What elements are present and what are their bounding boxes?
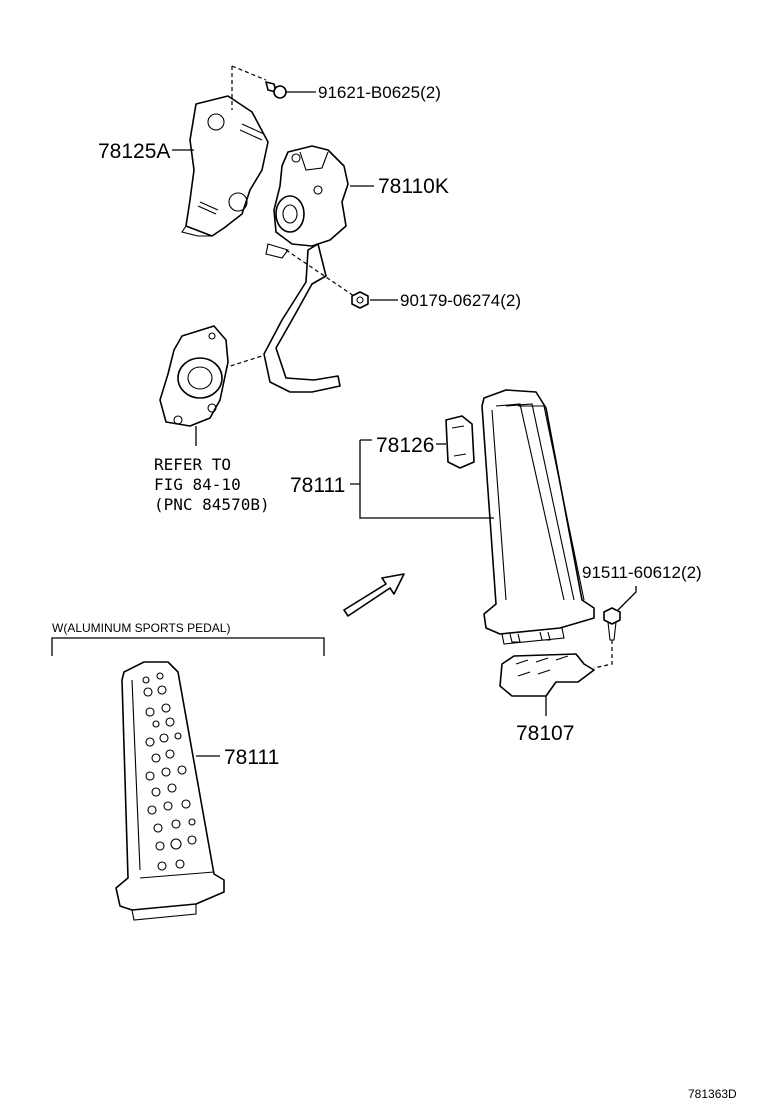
sensor-78110k-drawing <box>265 145 349 259</box>
refer-note-line3: (PNC 84570B) <box>154 495 270 514</box>
connector-drawing <box>159 325 229 427</box>
direction-arrow <box>343 573 405 617</box>
part-label-pedal: 78111 <box>290 474 345 497</box>
bolt-a-dashed-line <box>231 65 267 110</box>
pedal-78111-drawing <box>481 389 595 645</box>
variant-label: W(ALUMINUM SPORTS PEDAL) <box>52 621 230 635</box>
lower-bracket-drawing <box>499 653 595 697</box>
variant-bracket-line <box>51 637 325 656</box>
part-label-lower-bracket: 78107 <box>516 722 574 745</box>
part-label-bolt-b: 91511-60612(2) <box>582 563 702 582</box>
part-label-pad-clip: 78126 <box>376 434 434 457</box>
bolt-b-dashed-line <box>593 640 613 669</box>
bracket-78125a-drawing <box>181 95 269 237</box>
pad-clip-drawing <box>445 415 475 469</box>
connector-dashed-line <box>223 355 263 369</box>
sport-pedal-drawing <box>115 661 225 921</box>
pedal-bracket-line <box>350 439 494 519</box>
bolt-a-drawing <box>265 81 287 99</box>
pedal-arm-drawing <box>263 243 341 393</box>
part-label-bracket: 78125A <box>98 140 170 163</box>
bolt-b-drawing <box>603 607 621 641</box>
figure-code: 781363D <box>688 1087 737 1101</box>
refer-note-line1: REFER TO <box>154 455 231 474</box>
part-label-sport-pedal: 78111 <box>224 746 279 769</box>
part-label-bolt-a: 91621-B0625(2) <box>318 83 441 102</box>
nut-drawing <box>351 291 369 309</box>
part-label-nut: 90179-06274(2) <box>400 291 521 310</box>
refer-note-line2: FIG 84-10 <box>154 475 241 494</box>
part-label-sensor: 78110K <box>378 175 449 198</box>
bolt-b-leader <box>617 586 637 611</box>
